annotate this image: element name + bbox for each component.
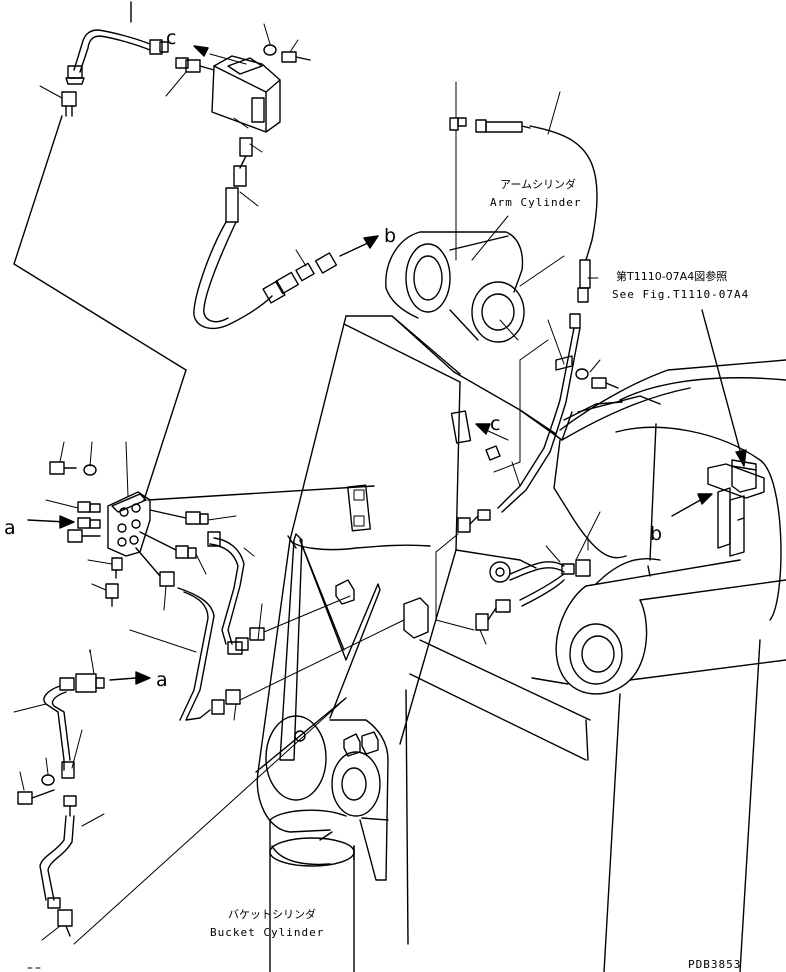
arm-cylinder-jp-label: アームシリンダ	[500, 177, 576, 191]
boom-structure	[405, 309, 786, 972]
ref-a-left: a	[4, 517, 16, 539]
arrow-c-top	[193, 45, 247, 65]
bottom-left-hose	[13, 649, 347, 945]
manifold-plate	[27, 441, 405, 721]
top-left-hose-assembly	[13, 1, 187, 501]
arm-cylinder-en-label: Arm Cylinder	[490, 196, 581, 209]
ref-c-mid: c	[490, 413, 500, 435]
arm-structure	[256, 231, 563, 972]
quick-coupler	[262, 235, 379, 304]
arm-cylinder-hose	[435, 81, 619, 645]
ref-b-top: b	[384, 225, 396, 247]
drawing-number: PDB3853	[688, 958, 741, 971]
bucket-cylinder-en-label: Bucket Cylinder	[210, 926, 324, 939]
bucket-cylinder-jp-label: バケットシリンダ	[228, 907, 316, 921]
see-fig-jp-label: 第T1110-07A4図参照	[616, 269, 727, 283]
see-fig-en-label: See Fig.T1110-07A4	[612, 288, 749, 301]
ref-b-right: b	[650, 523, 662, 545]
ref-c-top: c	[166, 27, 176, 49]
ref-a-bottom: a	[156, 669, 168, 691]
sensor-box	[165, 23, 311, 329]
arrow-c-mid	[475, 423, 509, 441]
